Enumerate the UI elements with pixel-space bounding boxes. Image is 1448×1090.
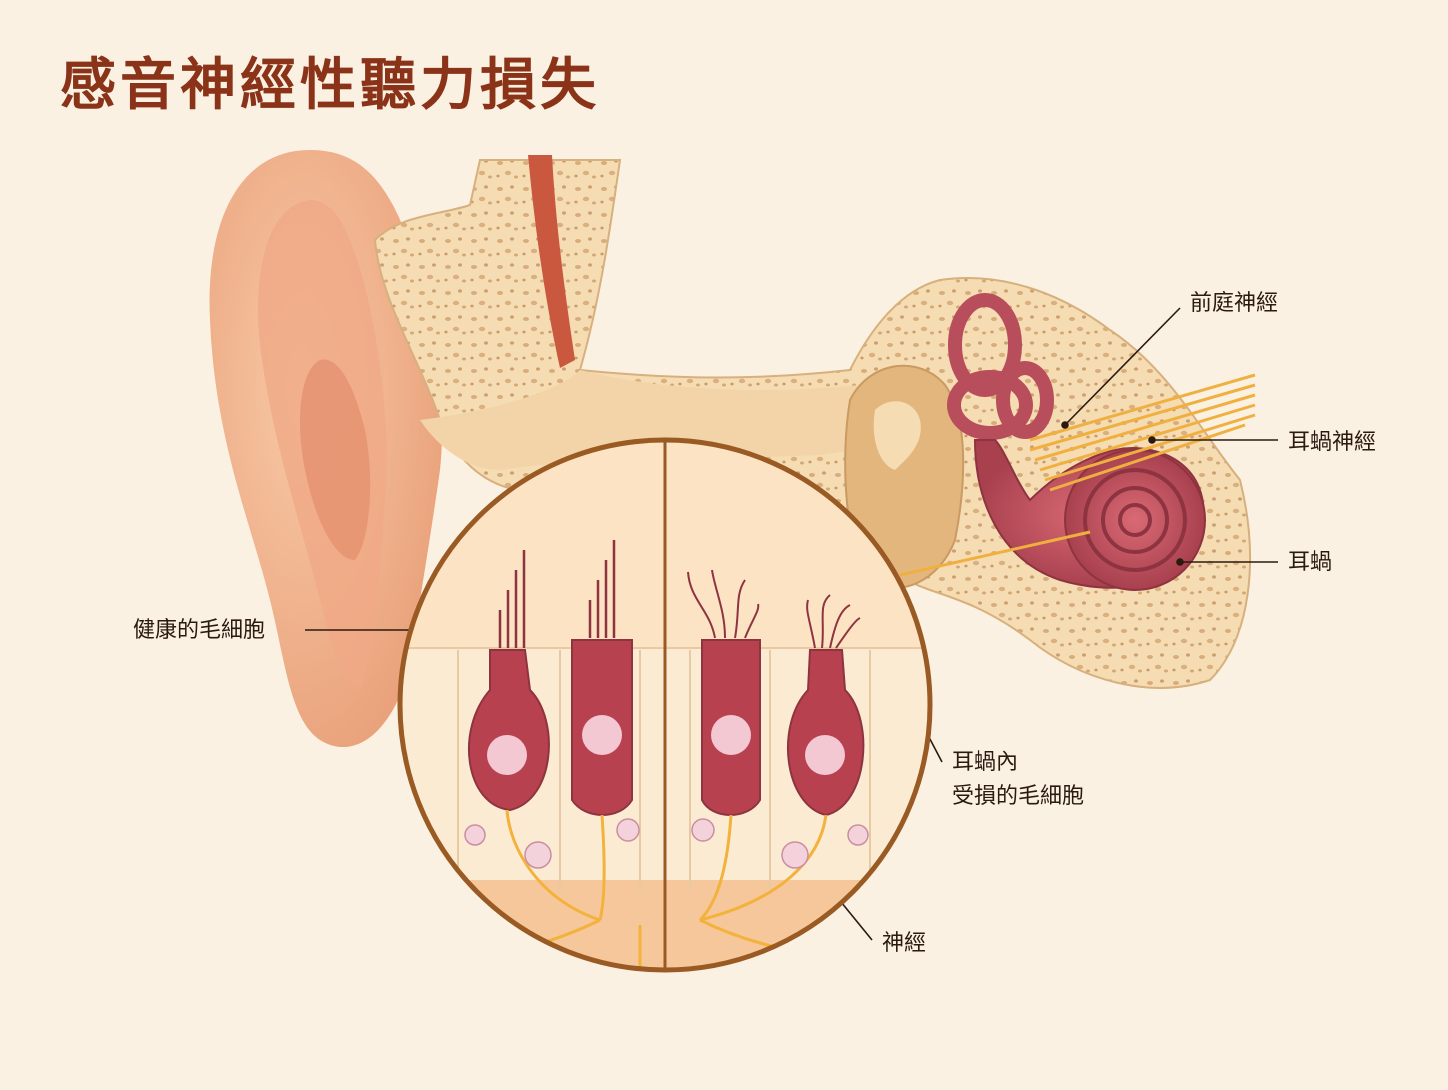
middle-ear xyxy=(844,364,965,589)
nerve-bundle xyxy=(1029,373,1256,492)
page-title: 感音神經性聽力損失 xyxy=(60,53,600,118)
label-vestibular-nerve: 前庭神經 xyxy=(1190,291,1279,316)
label-damaged-hair-cells: 耳蝸內 受損的毛細胞 xyxy=(952,746,1084,814)
label-cochlea: 耳蝸 xyxy=(1288,550,1333,575)
semicircular-canals xyxy=(947,293,1054,440)
magnified-view xyxy=(397,437,933,973)
damaged-hair-cell xyxy=(687,569,761,816)
healthy-hair-cell xyxy=(468,550,550,812)
cochlea-illustration xyxy=(973,439,1206,591)
label-cochlear-nerve: 耳蝸神經 xyxy=(1288,430,1377,455)
label-nerve: 神經 xyxy=(882,931,927,956)
support-cells xyxy=(464,818,869,869)
healthy-hair-cell xyxy=(571,540,633,816)
zoom-pointer xyxy=(899,530,1091,577)
label-damaged-line1: 耳蝸內 xyxy=(952,750,1019,775)
damaged-hair-cell xyxy=(787,594,865,817)
auricle xyxy=(209,150,442,748)
label-damaged-line2: 受損的毛細胞 xyxy=(952,784,1085,809)
label-healthy-hair-cells: 健康的毛細胞 xyxy=(133,618,266,643)
